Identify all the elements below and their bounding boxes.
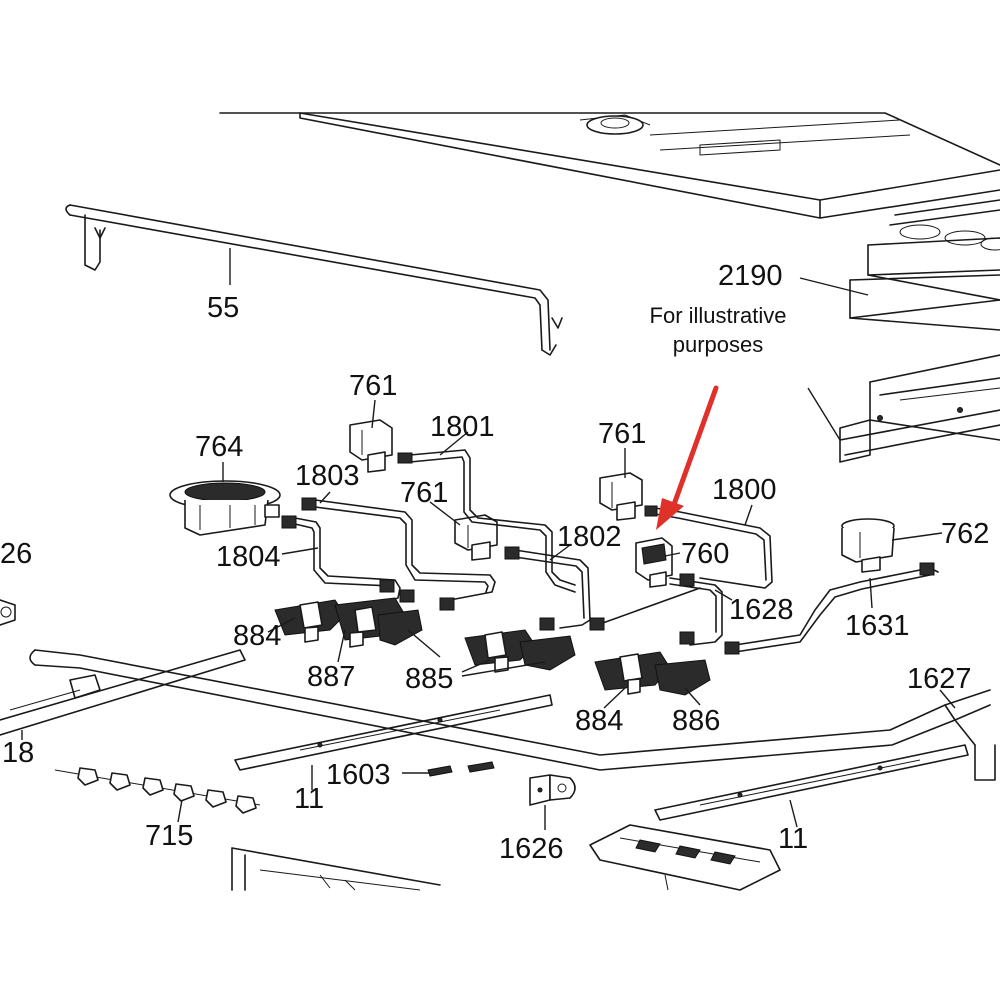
part-label-1603: 1603 — [326, 759, 391, 791]
note-line-1: For illustrative — [650, 303, 787, 328]
part-label-887: 887 — [307, 661, 355, 693]
part-label-1631: 1631 — [845, 610, 910, 642]
note-line-2: purposes — [673, 332, 764, 357]
part-label-1802: 1802 — [557, 521, 622, 553]
part-label-760: 760 — [681, 538, 729, 570]
part-label-26: 26 — [0, 538, 32, 570]
highlight-arrow — [656, 385, 719, 530]
part-761-valve-c — [599, 472, 643, 521]
part-1603-clips — [427, 761, 495, 777]
part-label-1627: 1627 — [907, 663, 972, 695]
part-label-11-a: 11 — [294, 783, 324, 815]
part-label-761-a: 761 — [349, 370, 397, 402]
left-fragments — [0, 599, 246, 736]
part-label-11-b: 11 — [778, 823, 808, 855]
part-label-761-c: 761 — [598, 418, 646, 450]
part-label-1626: 1626 — [499, 833, 564, 865]
part-label-1800: 1800 — [712, 474, 777, 506]
part-1627-manifold — [29, 649, 996, 781]
part-11-strip-b — [654, 744, 969, 821]
part-761-valve-a — [349, 419, 393, 473]
right-tray — [839, 354, 1000, 463]
part-764-burner — [169, 480, 281, 536]
part-label-885: 885 — [405, 663, 453, 695]
part-label-1803: 1803 — [295, 460, 360, 492]
part-label-55: 55 — [207, 292, 239, 324]
cooktop-panel — [219, 112, 1000, 219]
part-715-igniter-chain — [54, 767, 261, 814]
part-760-valve — [635, 537, 673, 588]
part-label-2190: 2190 — [718, 260, 783, 292]
burner-valve-cluster-right — [594, 651, 711, 696]
part-762-valve — [841, 518, 895, 573]
burner-valve-cluster-middle — [464, 629, 576, 673]
right-grate-assembly — [849, 199, 1000, 331]
part-label-884-b: 884 — [575, 705, 623, 737]
gas-tubes — [281, 449, 939, 655]
part-label-884-a: 884 — [233, 620, 281, 652]
part-1626-bracket — [529, 774, 576, 806]
part-label-715: 715 — [145, 820, 193, 852]
bottom-left-panel — [231, 847, 441, 891]
part-11-strip-a — [234, 694, 553, 771]
part-label-886: 886 — [672, 705, 720, 737]
part-label-764: 764 — [195, 431, 243, 463]
part-label-1804: 1804 — [216, 541, 281, 573]
part-label-18: 18 — [2, 737, 34, 769]
part-label-1628: 1628 — [729, 594, 794, 626]
leader-lines — [21, 248, 956, 830]
part-label-1801: 1801 — [430, 411, 495, 443]
burner-valve-cluster-left — [274, 597, 423, 648]
part-label-761-b: 761 — [400, 477, 448, 509]
bottom-burner-tray — [589, 824, 781, 891]
part-label-762: 762 — [941, 518, 989, 550]
part-55-rod — [65, 204, 563, 356]
